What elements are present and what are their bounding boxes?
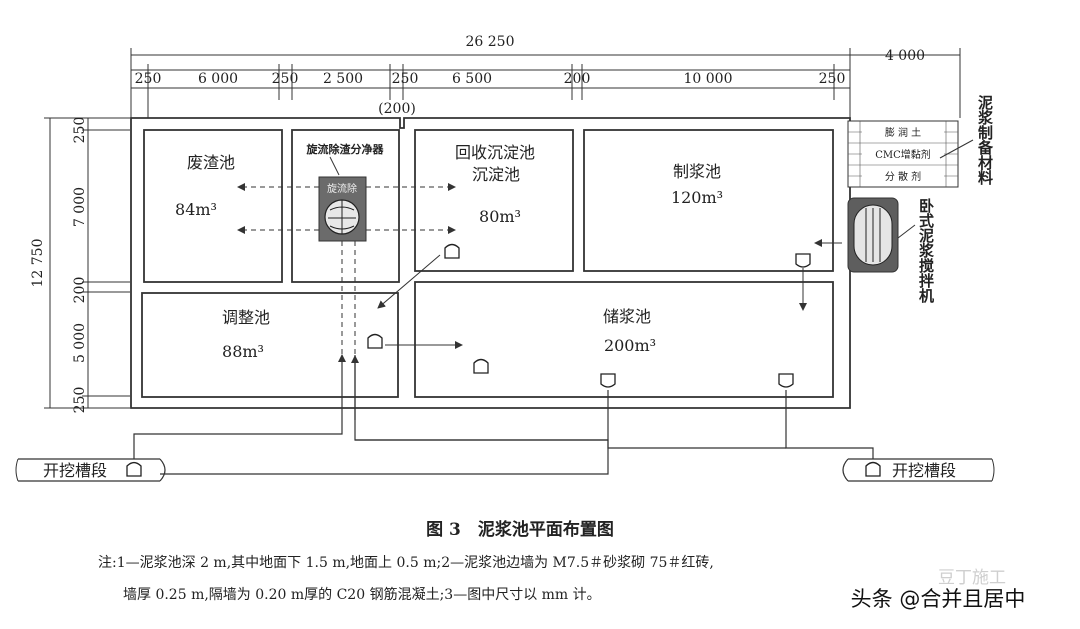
right-width-label: 4 000 (885, 48, 925, 64)
trench-left: 开挖槽段 (15, 458, 166, 482)
left-dimensions (44, 117, 130, 409)
figure-caption: 图 3 泥浆池平面布置图 (426, 519, 614, 540)
pump-icon (865, 461, 881, 477)
material-cmc: CMC增黏剂 (875, 148, 931, 161)
material-bentonite: 膨 润 土 (885, 126, 921, 139)
piping (133, 354, 874, 475)
note-line-2: 墙厚 0.25 m,隔墙为 0.20 m厚的 C20 钢筋混凝土;3—图中尺寸以… (123, 586, 601, 603)
dim-left-2: 7 000 (72, 187, 88, 227)
watermark-main: 头条 @合并且居中 (851, 587, 1026, 611)
pump-icon (367, 333, 383, 349)
storage-pool (414, 281, 834, 398)
pumps (126, 243, 881, 477)
dim-seg-2: 6 000 (198, 71, 238, 87)
dim-left-4: 5 000 (72, 323, 88, 363)
pump-icon (795, 253, 811, 268)
pump-icon (778, 373, 794, 388)
trench-right: 开挖槽段 (842, 458, 995, 482)
dim-seg-8: 10 000 (684, 71, 733, 87)
pump-icon (600, 373, 616, 388)
adjust-pool-volume: 88m³ (222, 342, 264, 361)
mixing-pool (583, 129, 834, 272)
pump-icon (444, 243, 460, 259)
top-dimensions (130, 48, 961, 118)
pool-labels: 废渣池 84m³ 回收沉淀池 沉淀池 80m³ 制浆池 120m³ 调整池 88… (175, 143, 723, 361)
top-dimension-labels: 26 250 4 000 250 6 000 250 2 500 250 6 5… (135, 34, 925, 117)
waste-pool-volume: 84m³ (175, 200, 217, 219)
recovery-pool-volume: 80m³ (479, 207, 521, 226)
watermark-faint: 豆丁施工 (938, 568, 1006, 588)
mixing-pool-volume: 120m³ (671, 188, 723, 207)
trench-left-label: 开挖槽段 (43, 461, 107, 480)
dim-seg-6: 6 500 (452, 71, 492, 87)
dim-seg-3: 250 (272, 71, 299, 87)
pump-icon (473, 358, 489, 374)
dim-seg-7: 200 (564, 71, 591, 87)
left-dimension-labels: 12 750 250 7 000 200 5 000 250 (30, 117, 88, 414)
waste-pool (143, 129, 283, 283)
dim-left-3: 200 (72, 277, 88, 304)
trench-right-label: 开挖槽段 (892, 461, 956, 480)
materials-table: 膨 润 土 CMC增黏剂 分 散 剂 (847, 120, 974, 188)
dim-seg-9: 250 (819, 71, 846, 87)
recovery-pool-subname: 沉淀池 (472, 165, 520, 184)
cyclone-label: 旋流除渣分净器 (306, 142, 385, 156)
adjust-pool-name: 调整池 (222, 308, 270, 327)
mixer-vertical-label: 卧式泥浆搅拌机 (917, 198, 935, 304)
dim-seg-1: 250 (135, 71, 162, 87)
note-line-1: 注:1—泥浆池深 2 m,其中地面下 1.5 m,地面上 0.5 m;2—泥浆池… (98, 555, 714, 571)
recovery-pool (414, 129, 574, 272)
dim-left-1: 250 (72, 117, 88, 144)
recovery-pool-name: 回收沉淀池 (455, 143, 535, 162)
dim-seg-4: 2 500 (323, 71, 363, 87)
storage-pool-volume: 200m³ (604, 336, 656, 355)
pump-icon (126, 461, 142, 477)
total-width-label: 26 250 (466, 34, 515, 50)
dim-left-5: 250 (72, 387, 88, 414)
dim-seg-5: 250 (392, 71, 419, 87)
mixing-pool-name: 制浆池 (673, 162, 721, 181)
waste-pool-name: 废渣池 (187, 153, 235, 172)
horizontal-mixer (847, 197, 916, 273)
total-height-label: 12 750 (30, 239, 46, 288)
cyclone-device-text: 旋流除 (327, 182, 357, 195)
materials-vertical-label: 泥浆制备材料 (976, 94, 994, 186)
bracket-dim: (200) (378, 101, 416, 117)
storage-pool-name: 储浆池 (603, 307, 651, 326)
material-dispersant: 分 散 剂 (885, 170, 921, 183)
